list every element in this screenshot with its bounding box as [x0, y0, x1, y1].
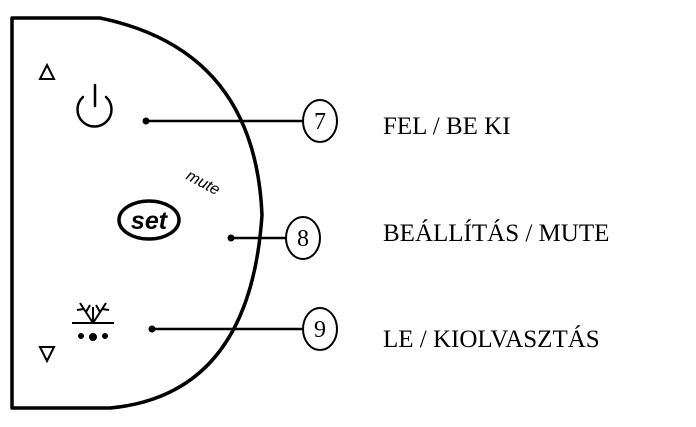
callout-number-9: 9 [314, 317, 326, 343]
defrost-icon [72, 302, 114, 341]
callout-marker-9: 9 [302, 307, 338, 351]
callout-marker-7: 7 [302, 99, 338, 143]
callout-label-8: BEÁLLÍTÁS / MUTE [383, 220, 610, 247]
power-icon [76, 83, 113, 128]
callout-number-8: 8 [297, 226, 309, 252]
callout-label-9: LE / KIOLVASZTÁS [383, 326, 600, 353]
down-triangle-icon [38, 346, 56, 364]
set-button-icon: set [117, 199, 181, 241]
callout-label-7: FEL / BE KI [383, 113, 511, 140]
set-button-label: set [131, 207, 169, 235]
callout-number-7: 7 [314, 109, 326, 135]
callout-marker-8: 8 [285, 216, 321, 260]
up-triangle-icon [38, 62, 56, 80]
